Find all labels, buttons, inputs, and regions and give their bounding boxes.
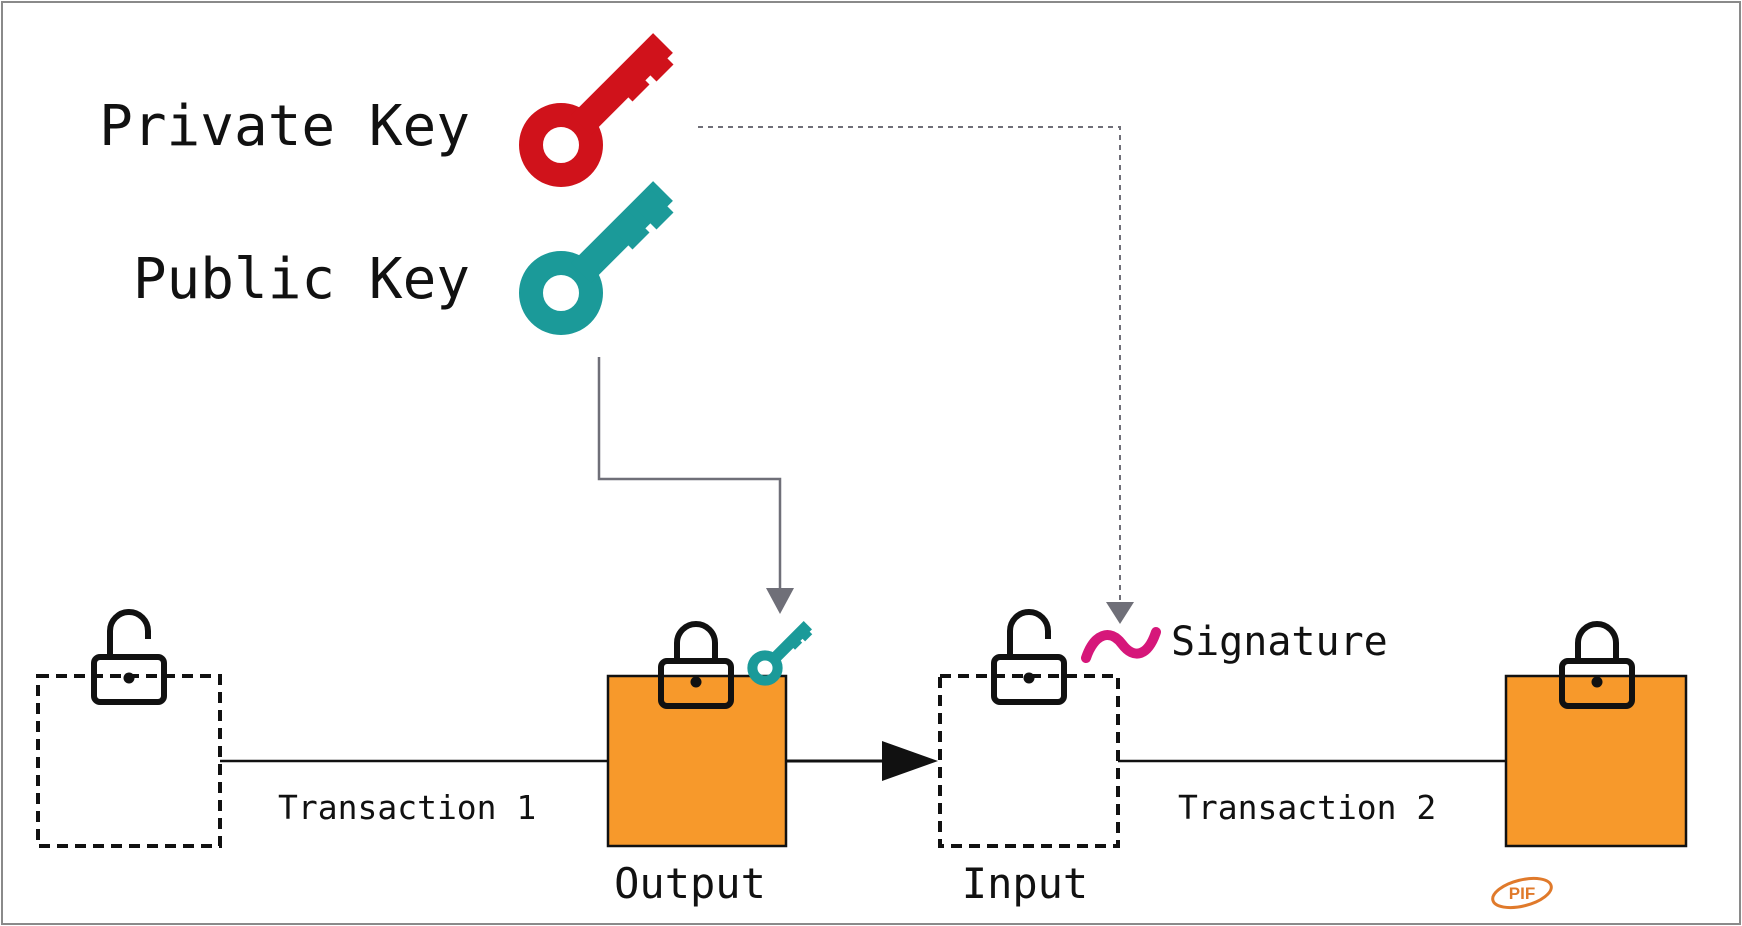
private-key-icon [531, 43, 665, 175]
output-key-arrowhead [766, 588, 794, 614]
output-box [606, 674, 788, 848]
public-key-icon [531, 191, 665, 323]
transaction-2-label: Transaction 2 [1178, 788, 1436, 827]
input-label: Input [962, 859, 1088, 908]
next-output-box [1504, 674, 1688, 848]
lock-open-icon [994, 612, 1064, 702]
output-to-input-arrowhead [882, 741, 938, 781]
transaction-1-label: Transaction 1 [278, 788, 536, 827]
private-key-label: Private Key [99, 94, 470, 159]
input-box [938, 674, 1120, 848]
pif-logo: PIF [1491, 876, 1553, 910]
signature-arrowhead [1106, 602, 1134, 624]
signature-icon [1081, 627, 1161, 663]
lock-open-icon [94, 612, 164, 702]
private-key-connector [698, 126, 1121, 608]
signature-label: Signature [1171, 619, 1388, 665]
output-label: Output [614, 859, 766, 908]
output-public-key-icon [752, 625, 808, 680]
watermark-text: PIF [1509, 884, 1535, 903]
public-key-connector [597, 357, 782, 592]
public-key-label: Public Key [133, 247, 470, 312]
